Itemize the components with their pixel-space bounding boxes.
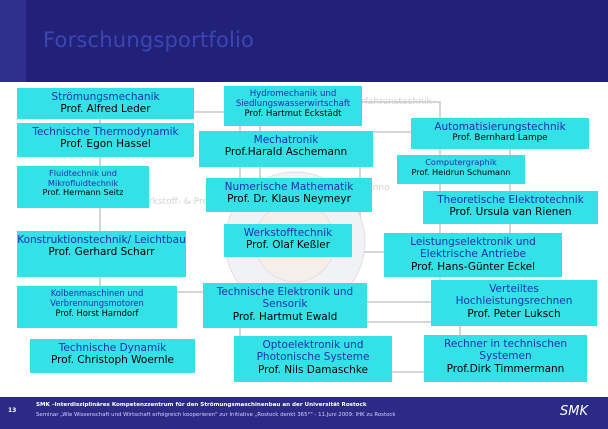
professor-name: Prof. Nils Damaschke — [257, 363, 368, 376]
research-topic: Automatisierungstechnik — [434, 121, 566, 133]
research-topic: Kolbenmaschinen und Verbrennungsmotoren — [50, 288, 144, 308]
research-box-stroemungsmechanik: Strömungsmechanik Prof. Alfred Leder — [17, 88, 194, 119]
professor-name: Prof. Ursula van Rienen — [449, 206, 572, 219]
research-topic: Leistungselektronik und Elektrische Antr… — [410, 236, 536, 261]
research-topic: Numerische Mathematik — [224, 181, 354, 193]
research-box-werkstofftechnik: Werkstofftechnik Prof. Olaf Keßler — [224, 224, 352, 257]
research-box-technische-dynamik: Technische Dynamik Prof. Christoph Woern… — [30, 339, 195, 373]
title-bar-accent — [0, 0, 26, 82]
title-bar: Forschungsportfolio — [0, 0, 608, 82]
professor-name: Prof.Dirk Timmermann — [446, 362, 565, 375]
professor-name: Prof. Gerhard Scharr — [48, 246, 155, 259]
professor-name: Prof. Bernhard Lampe — [452, 133, 548, 144]
research-topic: Verteiltes Hochleistungsrechnen — [455, 283, 573, 308]
professor-name: Prof. Alfred Leder — [60, 103, 151, 116]
professor-name: Prof. Hartmut Eckstädt — [244, 109, 342, 120]
research-topic: Fluidtechnik und Mikrofluidtechnik — [47, 168, 119, 188]
research-topic: Optoelektronik und Photonische Systeme — [256, 339, 370, 364]
research-box-hydromechanik: Hydromechanik und Siedlungswasserwirtsch… — [224, 86, 362, 126]
research-box-thermodynamik: Technische Thermodynamik Prof. Egon Hass… — [17, 123, 194, 157]
research-topic: Mechatronik — [253, 134, 319, 146]
research-topic: Hydromechanik und Siedlungswasserwirtsch… — [235, 89, 351, 110]
footer-bar: 13 SMK –Interdisziplinäres Kompetenzzent… — [0, 397, 608, 429]
research-box-kolbenmaschinen: Kolbenmaschinen und Verbrennungsmotoren … — [17, 286, 177, 328]
research-topic: Strömungsmechanik — [51, 91, 160, 103]
research-box-theoretische-elektrotechnik: Theoretische Elektrotechnik Prof. Ursula… — [423, 191, 598, 224]
professor-name: Prof. Hartmut Ewald — [232, 310, 338, 323]
professor-name: Prof.Harald Aschemann — [224, 146, 348, 159]
professor-name: Prof. Dr. Klaus Neymeyr — [227, 193, 351, 206]
research-box-fluidtechnik: Fluidtechnik und Mikrofluidtechnik Prof.… — [17, 166, 149, 208]
professor-name: Prof. Egon Hassel — [60, 138, 151, 151]
research-box-konstruktionstechnik: Konstruktionstechnik/ Leichtbau Prof. Ge… — [17, 231, 186, 277]
research-topic: Technische Dynamik — [58, 342, 167, 354]
footer-line-1: SMK –Interdisziplinäres Kompetenzzentrum… — [36, 402, 367, 408]
research-topic: Technische Thermodynamik — [32, 126, 179, 138]
professor-name: Prof. Heidrun Schumann — [411, 166, 511, 177]
slide-title: Forschungsportfolio — [43, 28, 255, 52]
research-box-verteiltes-hochleistungsrechnen: Verteiltes Hochleistungsrechnen Prof. Pe… — [431, 280, 597, 326]
svg-text:Inno: Inno — [370, 183, 390, 193]
research-topic: Rechner in technischen Systemen — [444, 338, 567, 363]
research-topic: Werkstofftechnik — [243, 227, 333, 239]
research-topic: Computergraphik — [425, 157, 497, 167]
research-box-rechner-in-technischen-systemen: Rechner in technischen Systemen Prof.Dir… — [424, 335, 587, 382]
professor-name: Prof. Christoph Woernle — [51, 354, 174, 367]
smk-logo: SMK — [560, 404, 588, 419]
research-box-mechatronik: Mechatronik Prof.Harald Aschemann — [199, 131, 373, 167]
research-topic: Konstruktionstechnik/ Leichtbau — [17, 234, 186, 246]
professor-name: Prof. Hans-Günter Eckel — [410, 260, 536, 273]
research-box-technische-elektronik: Technische Elektronik und Sensorik Prof.… — [203, 283, 367, 328]
research-box-leistungselektronik: Leistungselektronik und Elektrische Antr… — [384, 233, 562, 277]
page-number: 13 — [8, 407, 17, 414]
professor-name: Prof. Peter Luksch — [467, 307, 561, 320]
professor-name: Prof. Hermann Seitz — [42, 187, 124, 198]
research-topic: Technische Elektronik und Sensorik — [216, 286, 354, 311]
research-box-automatisierungstechnik: Automatisierungstechnik Prof. Bernhard L… — [411, 118, 589, 149]
research-box-numerische-mathematik: Numerische Mathematik Prof. Dr. Klaus Ne… — [206, 178, 372, 212]
research-topic: Theoretische Elektrotechnik — [437, 194, 584, 206]
svg-text:Werkstoff- & Prozesstechnik: Werkstoff- & Prozesstechnik — [135, 197, 262, 207]
research-box-optoelektronik: Optoelektronik und Photonische Systeme P… — [234, 336, 392, 382]
professor-name: Prof. Horst Harndorf — [55, 307, 139, 318]
footer-line-2: Seminar „Wie Wissenschaft und Wirtschaft… — [36, 412, 396, 418]
svg-text:Verfahrenstechnik: Verfahrenstechnik — [350, 97, 432, 107]
professor-name: Prof. Olaf Keßler — [245, 239, 331, 252]
research-box-computergraphik: Computergraphik Prof. Heidrun Schumann — [397, 155, 525, 184]
